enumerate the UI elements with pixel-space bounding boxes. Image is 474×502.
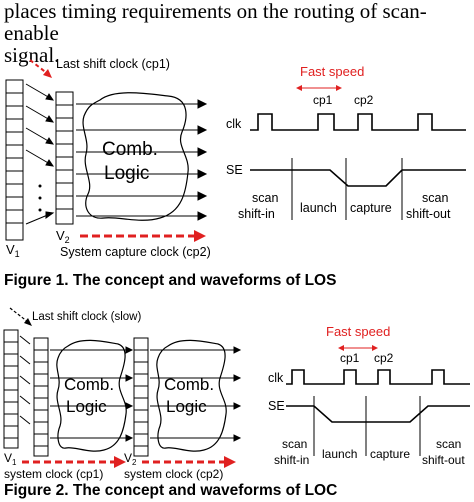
system-clock-cp1-label: system clock (cp1) [4, 467, 103, 481]
cp1-label: cp1 [340, 351, 360, 365]
system-clock-cp1-arrow [22, 456, 126, 468]
clk-waveform [250, 113, 466, 131]
v2-label: V2 [56, 228, 70, 245]
shift-register-v1 [5, 79, 24, 241]
shift-register-a [3, 329, 19, 449]
se-label: SE [226, 163, 243, 177]
phase-capture: capture [350, 201, 392, 215]
phase-launch: launch [300, 201, 337, 215]
figure-2-caption: Figure 2. The concept and waveforms of L… [4, 482, 338, 499]
comb-logic-blob [82, 92, 189, 221]
figure-1-diagram: Last shift clock (cp1) Comb. Logic V1 V2… [5, 57, 466, 259]
comb-logic-1-label-1: Comb. [64, 375, 114, 394]
v2-label: V2 [124, 451, 137, 467]
cp1-label: cp1 [313, 93, 333, 107]
system-capture-clock-label: System capture clock (cp2) [60, 245, 211, 259]
shift-arrows [25, 83, 55, 225]
system-clock-cp2-arrow [142, 456, 236, 468]
comb-logic-label-1: Comb. [102, 139, 158, 160]
se-label: SE [268, 399, 285, 413]
cp2-label: cp2 [374, 351, 394, 365]
fast-speed-label: Fast speed [300, 64, 364, 79]
se-waveform [250, 169, 466, 187]
phase-scan-shift-out-1: scan [422, 191, 448, 205]
figure-1-caption: Figure 1. The concept and waveforms of L… [4, 272, 337, 289]
shift-register-v2 [55, 91, 74, 225]
fast-speed-arrow [338, 345, 378, 351]
last-shift-clock-arrow [9, 307, 32, 326]
shift-arrows [19, 335, 31, 425]
paragraph-line-1: places timing requirements on the routin… [4, 0, 427, 45]
cp2-label: cp2 [354, 93, 374, 107]
shift-register-v1 [33, 337, 49, 457]
clk-label: clk [226, 117, 242, 131]
shift-register-v2 [133, 337, 149, 457]
fast-speed-label: Fast speed [326, 324, 390, 339]
output-arrows [76, 99, 208, 221]
phase-capture: capture [370, 447, 410, 461]
phase-scan-shift-in-2: shift-in [238, 207, 275, 221]
paragraph: places timing requirements on the routin… [4, 0, 472, 66]
system-clock-cp2-label: system clock (cp2) [124, 467, 223, 481]
output-arrows [50, 346, 242, 442]
v1-label: V1 [4, 451, 17, 467]
phase-dividers [291, 158, 403, 220]
phase-scan-shift-out-2: shift-out [422, 453, 465, 467]
phase-scan-shift-out-2: shift-out [406, 207, 451, 221]
figure-2-diagram: Last shift clock (slow) Comb. Logic Comb… [3, 307, 470, 481]
last-shift-clock-label: Last shift clock (slow) [32, 311, 141, 323]
clk-label: clk [268, 371, 284, 385]
phase-scan-shift-in-1: scan [252, 191, 278, 205]
phase-launch: launch [322, 447, 357, 461]
paragraph-line-2: signal. [4, 43, 60, 67]
comb-logic-blob-2 [156, 339, 227, 452]
system-capture-clock-arrow [80, 230, 206, 242]
last-shift-clock-arrow [29, 59, 52, 78]
se-waveform [286, 405, 470, 423]
fast-speed-arrow [296, 85, 342, 91]
ellipsis-dots [38, 184, 42, 212]
clk-waveform [286, 369, 470, 385]
phase-scan-shift-in-1: scan [282, 437, 307, 451]
comb-logic-blob-1 [56, 339, 127, 452]
phase-scan-shift-in-2: shift-in [274, 453, 309, 467]
last-shift-clock-label: Last shift clock (cp1) [56, 57, 170, 71]
v1-label: V1 [6, 242, 20, 259]
phase-scan-shift-out-1: scan [436, 437, 461, 451]
comb-logic-2-label-1: Comb. [164, 375, 214, 394]
phase-dividers [313, 396, 421, 456]
